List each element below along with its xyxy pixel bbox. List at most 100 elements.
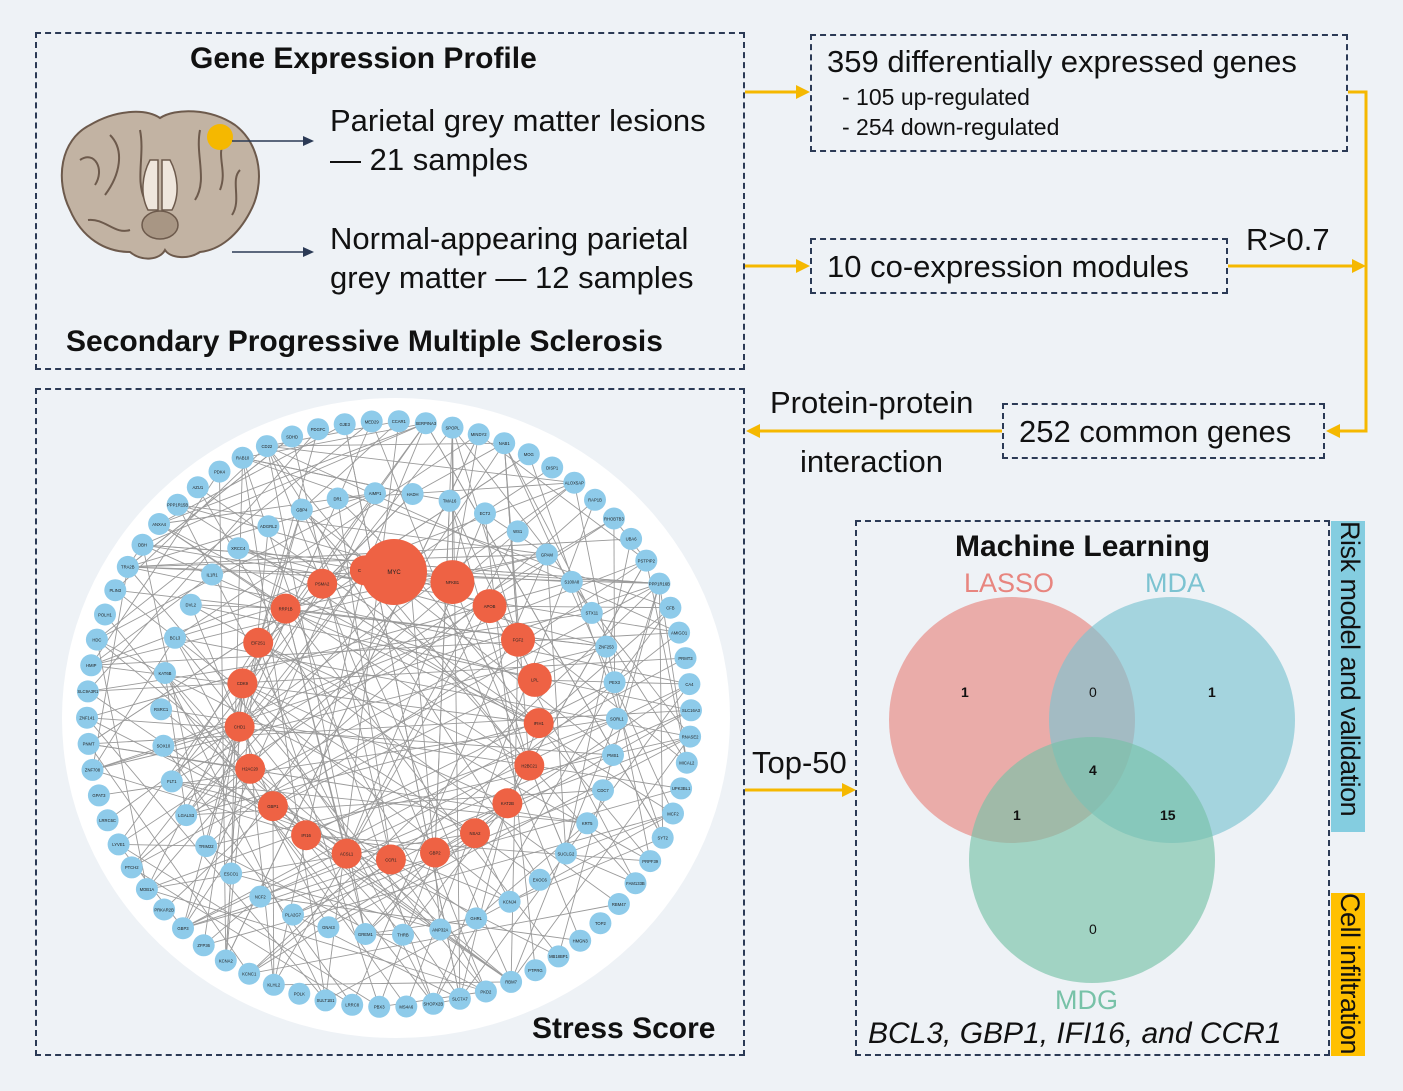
venn-count-all: 4 [1089, 762, 1097, 778]
network-node-label: TMA16 [443, 499, 457, 504]
network-edge [390, 859, 477, 919]
network-edge [273, 605, 490, 986]
network-node-circle [238, 962, 261, 985]
network-node-circle [659, 596, 682, 619]
network-node-circle [235, 753, 266, 784]
network-node-label: GPAM [541, 552, 554, 557]
network-node-circle [493, 432, 516, 455]
network-node: LRRC6C [96, 809, 119, 832]
network-node-circle [186, 476, 209, 499]
connector-common [1338, 266, 1368, 433]
network-node-label: AIMP1 [369, 491, 382, 496]
network-node-label: ZFP36 [197, 943, 210, 948]
venn-count-lasso-mda: 0 [1089, 684, 1097, 700]
network-edge [146, 768, 251, 890]
network-node-circle [214, 949, 237, 972]
network-node-label: CCR1 [385, 857, 397, 862]
network-node-label: IFIH1 [534, 721, 545, 726]
network-node-circle [392, 923, 414, 946]
network-node-label: ZNF141 [79, 716, 95, 721]
network-node-label: GPAT3 [92, 793, 106, 798]
lesion-marker [207, 124, 233, 150]
network-node: SUCLG2 [554, 842, 577, 865]
network-node-circle [281, 425, 304, 448]
network-edge [203, 813, 674, 946]
network-node: CCR1 [375, 844, 406, 875]
network-node: NCF2 [249, 885, 272, 908]
network-node-circle [674, 647, 697, 670]
network-node-label: IFI16 [301, 833, 311, 838]
network-edge [272, 806, 275, 985]
mdg-label: MDG [1055, 985, 1118, 1015]
brain-image [60, 110, 260, 260]
network-node: CCAR1 [387, 410, 410, 433]
network-node: MOG [517, 443, 540, 466]
network-node: BCL3 [164, 626, 186, 649]
network-node: WS1 [506, 520, 529, 543]
network-edge [503, 443, 674, 814]
network-node-circle [120, 856, 143, 879]
brain-outline [60, 110, 260, 260]
network-edge [92, 637, 176, 771]
network-node-label: NFKB1 [446, 580, 460, 585]
network-node-circle [307, 568, 338, 599]
network-edge [90, 574, 213, 666]
network-node: TOP2 [589, 912, 612, 935]
lasso-label: LASSO [964, 568, 1055, 598]
network-node: MINDY2 [467, 423, 490, 446]
ml-panel [855, 520, 1330, 1056]
network-node-circle [179, 593, 202, 616]
network-node-label: XRCC4 [231, 546, 246, 551]
network-node: CHD1 [224, 711, 255, 742]
network-node-label: THRB [397, 933, 409, 938]
network-node-label: FLT1 [167, 779, 177, 784]
network-node-label: CD22 [262, 444, 273, 449]
network-node: PDK4 [208, 460, 231, 483]
network-edge [285, 608, 366, 935]
network-node-label: PSMA2 [315, 582, 330, 587]
network-node-label: GHRL [470, 916, 482, 921]
network-edge [127, 436, 293, 568]
network-node-circle [517, 662, 552, 697]
network-edge [158, 523, 539, 724]
network-node-label: RNASE2 [682, 734, 699, 739]
network-node: GREM1 [354, 923, 377, 945]
sample2-line1: Normal-appearing parietal [330, 221, 689, 256]
network-node-label: CFB [666, 606, 675, 611]
network-node-circle [678, 673, 701, 696]
network-node-circle [76, 680, 99, 703]
network-edge [266, 445, 680, 634]
network-node-circle [662, 802, 684, 825]
network-node-label: GNAI3 [322, 925, 335, 930]
network-node-circle [208, 460, 231, 483]
network-node-circle [401, 483, 424, 505]
network-edge [614, 607, 671, 683]
network-edge [185, 639, 519, 816]
network-node-label: PTCH2 [125, 865, 139, 870]
network-edge [164, 672, 187, 816]
network-node-label: PPP1R15B [167, 503, 188, 508]
network-edge [86, 717, 326, 1001]
network-edge [90, 471, 220, 666]
network-edge [127, 554, 547, 568]
network-edge [182, 657, 686, 929]
network-node-circle [528, 868, 551, 891]
network-node-circle [94, 603, 116, 626]
network-node-circle [131, 533, 154, 556]
venn-mdg-circle [969, 737, 1215, 983]
network-node: RSRC1 [150, 698, 173, 721]
network-edge [459, 803, 508, 999]
network-node-label: ZNF253 [599, 644, 615, 649]
network-node: GBP3 [172, 917, 194, 940]
network-node: RBM7 [500, 970, 523, 993]
network-node: STX11 [580, 601, 603, 624]
common-genes-label: 252 common genes [1019, 414, 1292, 449]
network-node-circle [492, 788, 523, 819]
network-node-circle [569, 929, 592, 952]
modules-label: 10 co-expression modules [827, 249, 1189, 284]
network-node: CD22 [255, 435, 278, 458]
network-node: PLIN3 [104, 579, 127, 602]
network-node-label: SERPINA3 [415, 421, 436, 426]
network-node: LYVE1 [107, 833, 130, 856]
network-node: ANP32A [429, 918, 452, 941]
